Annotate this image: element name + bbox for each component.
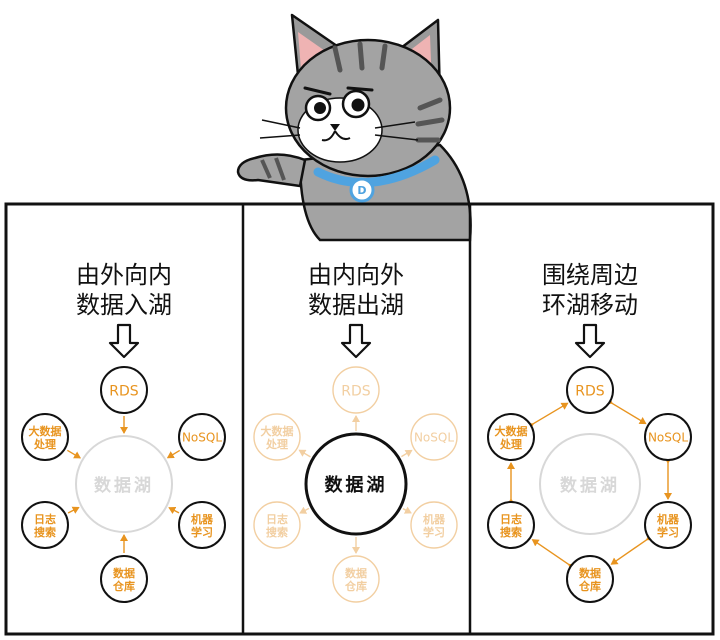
node-label: 日志搜索 <box>500 512 522 539</box>
node-label: 大数据处理 <box>495 424 528 451</box>
data-lake-circle: 数据湖 <box>304 432 408 536</box>
node-rds: RDS <box>332 366 380 414</box>
node-label: 机器学习 <box>657 512 680 539</box>
node-data-warehouse: 数据仓库 <box>332 555 380 603</box>
panel-title-line: 由外向内 <box>76 261 172 289</box>
node-rds: RDS <box>100 366 148 414</box>
flow-arrow <box>402 506 412 514</box>
node-nosql: NoSQL <box>178 413 226 461</box>
hollow-down-arrow-icon <box>108 323 140 359</box>
node-big-data: 大数据处理 <box>21 413 69 461</box>
node-machine-learning: 机器学习 <box>644 501 692 549</box>
data-lake-circle: 数据湖 <box>539 433 641 535</box>
flow-arrow <box>168 506 180 515</box>
node-machine-learning: 机器学习 <box>410 501 458 549</box>
panel-title-line: 由内向外 <box>308 261 404 289</box>
node-label: 数据仓库 <box>344 566 367 593</box>
node-label: 机器学习 <box>423 512 446 539</box>
node-log-search: 日志搜索 <box>21 501 69 549</box>
data-lake-label: 数据湖 <box>560 475 620 496</box>
node-label: RDS <box>341 383 371 399</box>
flow-arrow <box>298 449 311 458</box>
flow-arrow <box>66 449 82 459</box>
node-rds: RDS <box>566 366 614 414</box>
node-label: 日志搜索 <box>266 512 288 539</box>
flow-arrow <box>299 506 310 514</box>
node-log-search: 日志搜索 <box>253 501 301 549</box>
node-data-warehouse: 数据仓库 <box>566 555 614 603</box>
comic-frame <box>4 202 715 636</box>
data-lake-label: 数据湖 <box>94 475 154 496</box>
tabby-cat-pointing-icon: D <box>236 13 472 242</box>
panel-title-line: 围绕周边 <box>542 261 638 289</box>
node-label: 大数据处理 <box>261 424 294 451</box>
data-lake-label: 数据湖 <box>325 474 388 496</box>
hollow-down-arrow-icon <box>340 323 372 359</box>
node-label: 大数据处理 <box>29 424 62 451</box>
ring-connector-arrow <box>531 539 576 572</box>
flow-arrow <box>401 449 413 458</box>
node-machine-learning: 机器学习 <box>178 501 226 549</box>
node-label: RDS <box>109 383 139 399</box>
panels: 由外向内数据入湖数据湖RDSNoSQL机器学习数据仓库日志搜索大数据处理由内向外… <box>21 261 692 603</box>
ring-connector-arrow <box>610 533 654 565</box>
hollow-down-arrow-icon <box>574 323 606 359</box>
node-label: NoSQL <box>182 431 222 445</box>
node-data-warehouse: 数据仓库 <box>100 555 148 603</box>
node-log-search: 日志搜索 <box>487 501 535 549</box>
node-label: 数据仓库 <box>578 566 601 593</box>
ring-connector-arrow <box>605 396 647 425</box>
node-label: RDS <box>575 383 605 399</box>
node-label: 机器学习 <box>191 512 214 539</box>
node-nosql: NoSQL <box>644 413 692 461</box>
panel-title-line: 数据入湖 <box>76 291 172 319</box>
collar-tag-letter: D <box>357 184 366 197</box>
node-big-data: 大数据处理 <box>487 413 535 461</box>
node-label: 日志搜索 <box>34 512 56 539</box>
node-label: NoSQL <box>648 431 688 445</box>
data-lake-circle: 数据湖 <box>75 435 173 533</box>
flow-arrow <box>67 506 80 514</box>
panel-title-line: 数据出湖 <box>308 291 404 319</box>
node-label: NoSQL <box>414 431 454 445</box>
node-label: 数据仓库 <box>112 566 135 593</box>
ring-connector-arrow <box>526 402 569 431</box>
flow-arrow <box>166 449 181 459</box>
panel-title-line: 环湖移动 <box>542 291 638 319</box>
node-nosql: NoSQL <box>410 413 458 461</box>
node-big-data: 大数据处理 <box>253 413 301 461</box>
